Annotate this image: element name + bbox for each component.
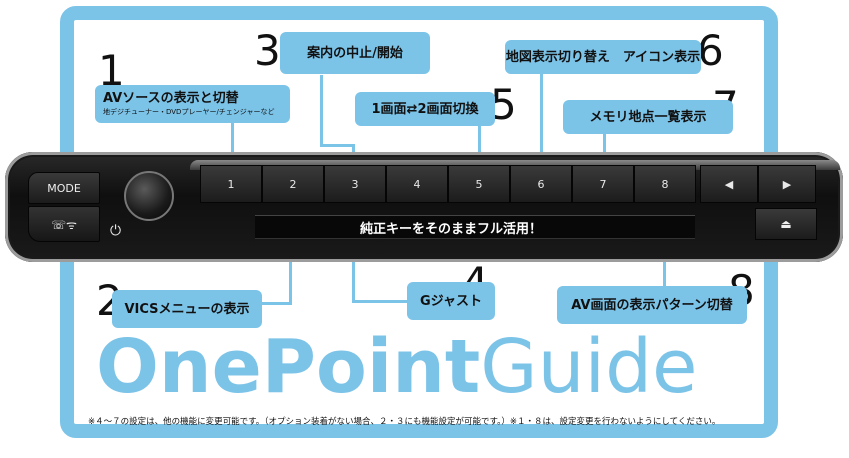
right-arrow-button[interactable]: ▶: [758, 165, 816, 203]
label-memory-list: メモリ地点一覧表示: [563, 100, 733, 134]
preset-key-7[interactable]: 7: [572, 165, 634, 203]
footnote: ※４～７の設定は、他の機能に変更可能です。（オプション装着がない場合、２・３にも…: [88, 417, 721, 427]
label-av-source-text: AVソースの表示と切替: [103, 91, 239, 106]
preset-key-8[interactable]: 8: [634, 165, 696, 203]
page-title: OnePointGuide: [96, 330, 698, 404]
title-bold: OnePoint: [96, 324, 481, 410]
preset-key-4[interactable]: 4: [386, 165, 448, 203]
preset-key-3[interactable]: 3: [324, 165, 386, 203]
connector-3h: [320, 144, 355, 147]
connector-5: [478, 125, 481, 167]
label-screen-switch: 1画面⇄2画面切換: [355, 92, 495, 126]
connector-2h: [262, 302, 292, 305]
label-vics-menu: VICSメニューの表示: [112, 290, 262, 328]
preset-key-6[interactable]: 6: [510, 165, 572, 203]
label-g-just: Gジャスト: [407, 282, 495, 320]
title-light: Guide: [480, 324, 698, 410]
power-icon[interactable]: ⏻: [110, 223, 122, 239]
connector-1: [231, 122, 234, 168]
connector-7: [603, 133, 606, 167]
number-1: 1: [98, 46, 125, 95]
number-6: 6: [697, 26, 724, 75]
volume-knob[interactable]: [124, 171, 174, 221]
connector-3: [320, 75, 323, 145]
mode-button[interactable]: MODE: [28, 172, 100, 204]
label-av-pattern: AV画面の表示パターン切替: [557, 286, 747, 324]
phone-button[interactable]: ☏ᯤ: [28, 206, 100, 242]
label-guide-stop: 案内の中止/開始: [280, 32, 430, 74]
number-3: 3: [254, 26, 281, 75]
eject-button[interactable]: ⏏: [755, 208, 817, 240]
connector-6: [540, 70, 543, 168]
label-av-source-sub: 地デジチューナー・DVDプレーヤー/チェンジャーなど: [103, 108, 275, 116]
preset-key-2[interactable]: 2: [262, 165, 324, 203]
disc-slot: [255, 215, 695, 239]
label-map-display: 地図表示切り替え アイコン表示: [505, 40, 701, 74]
label-av-source: AVソースの表示と切替 地デジチューナー・DVDプレーヤー/チェンジャーなど: [95, 85, 290, 123]
slogan-text: 純正キーをそのままフル活用！: [360, 222, 543, 237]
left-arrow-button[interactable]: ◀: [700, 165, 758, 203]
preset-key-1[interactable]: 1: [200, 165, 262, 203]
connector-4h: [352, 300, 407, 303]
preset-key-5[interactable]: 5: [448, 165, 510, 203]
